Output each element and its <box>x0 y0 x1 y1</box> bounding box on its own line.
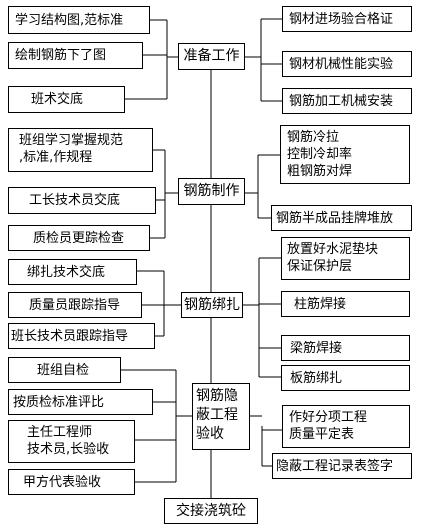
stage-fabricate: 钢筋制作 <box>178 178 245 205</box>
acceptance-left-item: 主任工程师 技术员,长验收 <box>8 420 135 463</box>
fabricate-right-line: 控制冷却率 <box>287 147 353 162</box>
stage-acceptance: 钢筋隐 蔽工程 验收 <box>192 383 250 450</box>
prep-right-item: 钢材机械性能实验 <box>282 51 412 77</box>
acceptance-right-line: 质量平定表 <box>289 427 355 442</box>
bind-right-line: 放置好水泥垫块 <box>287 242 379 257</box>
acceptance-left-line: 技术员,长验收 <box>27 442 110 457</box>
fabricate-left-item: 工长技术员交底 <box>8 187 156 214</box>
stage-prep: 准备工作 <box>178 43 245 70</box>
acceptance-left-item: 甲方代表验收 <box>8 469 135 495</box>
bind-right-item: 柱筋焊接 <box>281 291 410 317</box>
prep-left-item: 学习结构图,范标准 <box>8 6 150 34</box>
bind-right-item: 板筋绑扎 <box>281 365 410 391</box>
stage-acceptance-line: 验收 <box>196 426 224 442</box>
fabricate-right-line: 钢筋冷拉 <box>287 130 340 145</box>
fabricate-right-item: 钢筋半成品挂牌堆放 <box>271 205 412 231</box>
stage-handover: 交接浇筑砼 <box>164 498 258 524</box>
acceptance-right-item: 作好分项工程 质量平定表 <box>282 405 410 448</box>
prep-right-item: 钢筋加工机械安装 <box>282 88 412 114</box>
bind-left-item: 质量员跟踪指导 <box>8 292 142 318</box>
prep-left-item: 绘制钢筋下了图 <box>8 42 143 69</box>
bind-right-item: 放置好水泥垫块 保证保护层 <box>281 237 410 280</box>
acceptance-left-item: 班组自检 <box>8 357 121 383</box>
acceptance-right-item: 隐蔽工程记录表签字 <box>272 453 412 479</box>
acceptance-left-line: 主任工程师 <box>27 425 93 440</box>
bind-right-line: 保证保护层 <box>287 259 353 274</box>
fabricate-right-item: 钢筋冷拉 控制冷却率 粗钢筋对焊 <box>280 125 410 184</box>
prep-left-item: 班术交底 <box>8 86 125 113</box>
bind-left-item: 班长技术员跟踪指导 <box>8 323 155 349</box>
fabricate-left-item: 班组学习掌握规范 ,标准,作规程 <box>8 128 153 172</box>
fabricate-left-line: 班组学习掌握规范 <box>19 133 124 148</box>
stage-acceptance-line: 钢筋隐 <box>196 388 238 404</box>
prep-right-item: 钢材进场验合格证 <box>282 6 412 32</box>
acceptance-right-line: 作好分项工程 <box>289 410 368 425</box>
fabricate-left-line: ,标准,作规程 <box>19 150 93 165</box>
fabricate-left-item: 质检员更踪检查 <box>8 225 150 251</box>
bind-left-item: 绑扎技术交底 <box>8 259 137 285</box>
stage-acceptance-line: 蔽工程 <box>196 407 238 423</box>
fabricate-right-line: 粗钢筋对焊 <box>287 164 353 179</box>
stage-bind: 钢筋绑扎 <box>181 292 243 318</box>
bind-right-item: 梁筋焊接 <box>281 335 410 361</box>
acceptance-left-item: 按质检标准评比 <box>8 389 153 415</box>
